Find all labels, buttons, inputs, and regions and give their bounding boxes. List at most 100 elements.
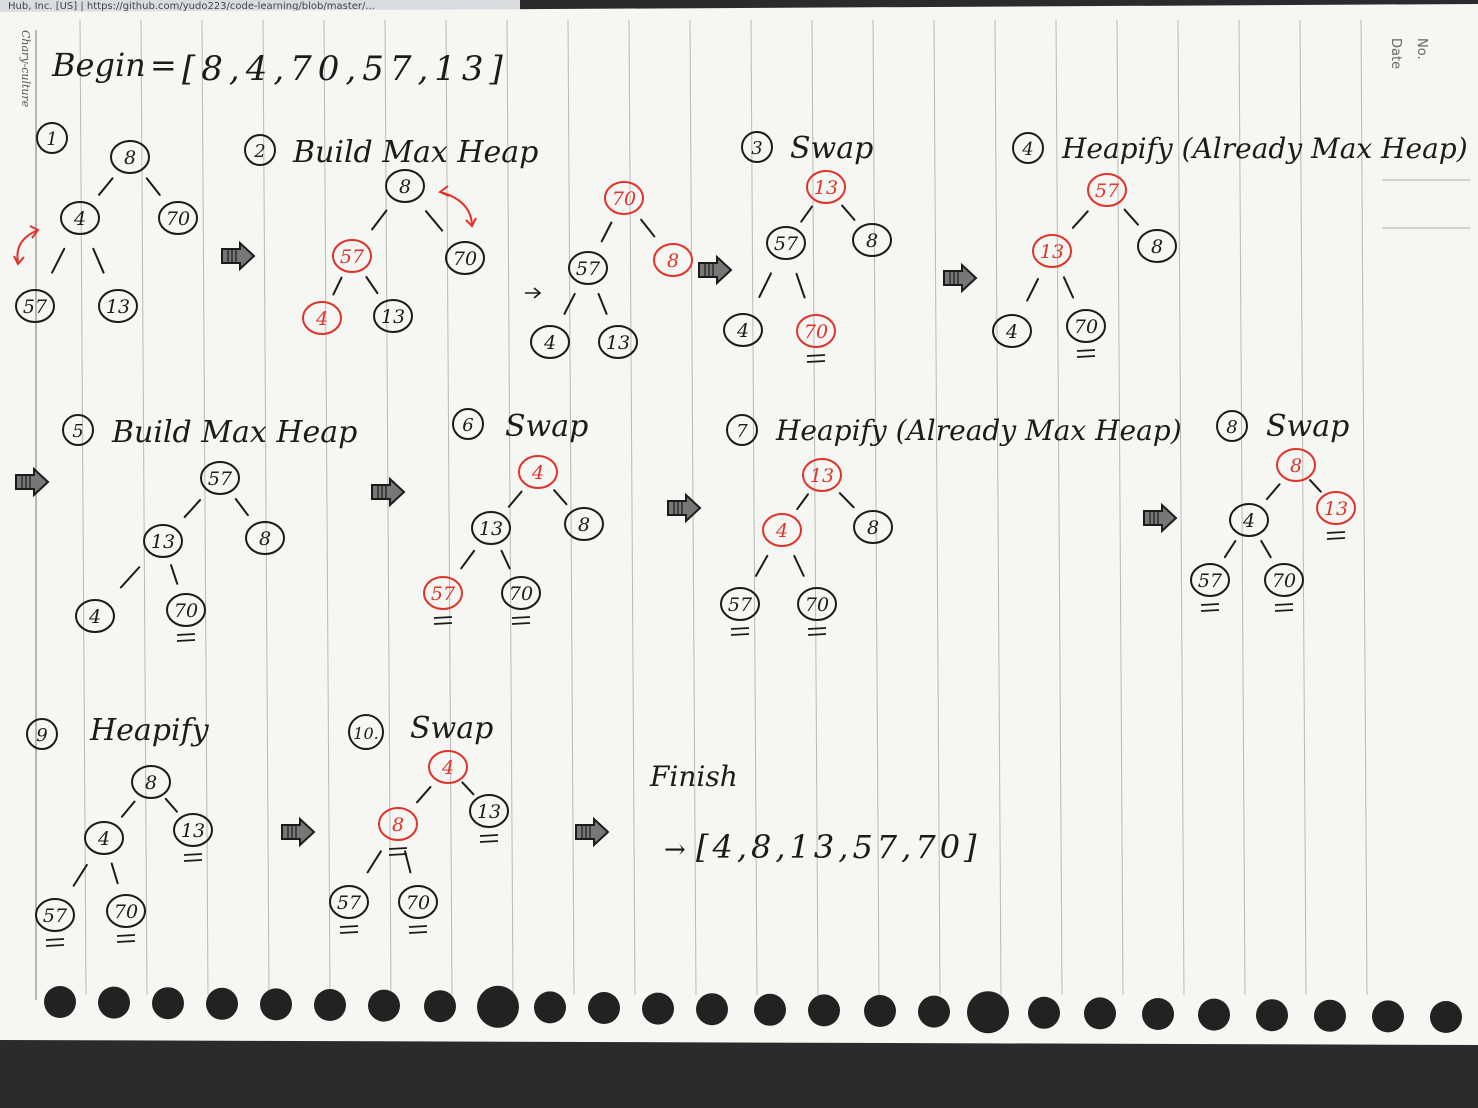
ruled-line xyxy=(201,19,209,996)
tree-edge xyxy=(120,800,136,818)
tree-edge xyxy=(600,221,613,243)
begin-equals: = xyxy=(150,46,177,84)
binder-hole xyxy=(1430,1001,1462,1033)
heap-node-57: 57 xyxy=(329,885,369,934)
binder-hole xyxy=(588,992,620,1024)
heap-node-value: 57 xyxy=(774,233,799,255)
sorted-mark xyxy=(730,633,750,636)
tree-edge xyxy=(796,493,809,511)
heap-node-70: 70 xyxy=(604,181,644,215)
tree-edge xyxy=(183,499,202,519)
heap-node-13: 13 xyxy=(173,813,213,862)
heap-node-value: 4 xyxy=(775,520,788,542)
heap-node-8: 8 xyxy=(852,223,892,257)
tree-edge xyxy=(754,554,769,577)
heap-node-57: 57 xyxy=(35,898,75,947)
heap-node-70: 70 xyxy=(796,314,836,363)
tree-edge xyxy=(1062,276,1075,299)
svg-text:2: 2 xyxy=(253,141,265,162)
heap-node-value: 4 xyxy=(88,606,101,628)
step-5-title: Build Max Heap xyxy=(111,415,357,450)
binder-hole xyxy=(1028,996,1060,1029)
heap-node-4: 4 xyxy=(723,313,763,347)
svg-text:7: 7 xyxy=(736,421,748,442)
swap-mark-step-1 xyxy=(16,229,39,263)
step-2-label: 2 Build Max Heap xyxy=(244,134,538,170)
heap-node-value: 4 xyxy=(543,332,556,354)
ruled-lines xyxy=(79,19,1368,996)
heap-node-value: 57 xyxy=(1095,180,1120,202)
binder-hole xyxy=(1372,1000,1404,1033)
heap-node-value: 57 xyxy=(337,892,362,914)
transition-arrow xyxy=(943,262,978,294)
transition-arrow xyxy=(371,476,406,508)
ruled-line xyxy=(79,19,87,996)
step-8-title: Swap xyxy=(1266,409,1349,444)
svg-text:5: 5 xyxy=(72,421,83,442)
heap-node-13: 13 xyxy=(806,170,846,204)
heap-node-57: 57 xyxy=(1190,563,1230,612)
sorted-mark xyxy=(408,925,428,928)
heap-node-value: 4 xyxy=(441,757,454,779)
ruled-line xyxy=(811,19,819,996)
finish-result: [4,8,13,57,70] xyxy=(696,828,981,866)
tree-edge xyxy=(507,490,523,508)
heap-node-value: 57 xyxy=(23,296,48,318)
corner-date: Date xyxy=(1388,38,1403,69)
heap-node-13: 13 xyxy=(802,458,842,492)
sorted-mark xyxy=(388,847,408,850)
tree-edge xyxy=(332,276,343,296)
tree-edge xyxy=(164,797,179,813)
tree-edge xyxy=(1265,483,1281,501)
binder-hole xyxy=(808,994,840,1027)
step-1-label: 1 xyxy=(36,122,68,154)
tree-edge xyxy=(92,247,105,274)
heap-node-4: 4 xyxy=(84,821,124,855)
tree-edge xyxy=(800,205,813,223)
heap-node-value: 13 xyxy=(181,820,205,842)
transition-arrow xyxy=(221,240,256,272)
heap-node-value: 70 xyxy=(1272,570,1296,592)
tree-edge xyxy=(110,862,119,885)
ruled-line xyxy=(1238,19,1246,996)
heap-node-8: 8 xyxy=(653,243,693,277)
finish-label: Finish xyxy=(649,760,738,793)
binder-hole xyxy=(44,986,76,1018)
heap-node-57: 57 xyxy=(568,251,608,285)
heap-node-13: 13 xyxy=(373,299,413,333)
binder-hole xyxy=(206,987,238,1020)
svg-text:1: 1 xyxy=(46,129,57,150)
step-3-label: 3 Swap xyxy=(741,131,873,166)
sorted-mark xyxy=(183,859,203,862)
heap-node-70: 70 xyxy=(501,576,541,625)
sorted-mark xyxy=(45,938,65,941)
browser-strip-text: Hub, Inc. [US] | https://github.com/yudo… xyxy=(8,1,375,12)
heap-node-value: 4 xyxy=(531,462,544,484)
tree-edge xyxy=(597,292,608,315)
heap-node-57: 57 xyxy=(720,587,760,636)
step-7-title: Heapify (Already Max Heap) xyxy=(775,414,1182,447)
heap-node-13: 13 xyxy=(1032,234,1072,268)
heap-node-value: 70 xyxy=(1074,316,1098,338)
tree-edge xyxy=(371,209,388,231)
tree-edge xyxy=(1260,540,1272,559)
binder-hole xyxy=(1084,997,1116,1030)
heap-node-57: 57 xyxy=(766,226,806,260)
heap-node-value: 57 xyxy=(728,594,753,616)
tree-edge xyxy=(72,863,88,887)
begin-label: Begin xyxy=(51,46,146,84)
binder-hole xyxy=(424,990,456,1023)
heap-node-value: 70 xyxy=(804,321,828,343)
heap-node-57: 57 xyxy=(1087,173,1127,207)
heap-node-value: 70 xyxy=(509,583,533,605)
heap-node-value: 8 xyxy=(259,528,271,550)
heap-node-value: 8 xyxy=(145,772,157,794)
tree-edge xyxy=(500,549,511,570)
sorted-mark xyxy=(1076,349,1096,352)
heap-node-value: 13 xyxy=(1324,498,1348,520)
